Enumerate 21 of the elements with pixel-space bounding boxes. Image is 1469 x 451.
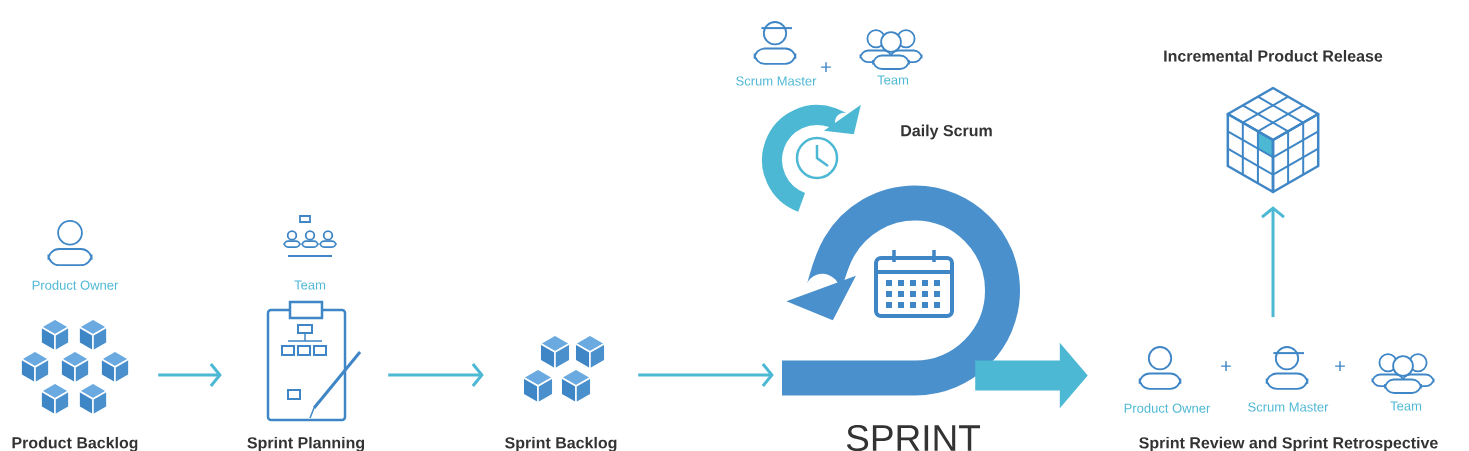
plus-sign: + (1221, 361, 1231, 371)
stage-label: SPRINT (846, 425, 980, 451)
role-label: Team (1390, 401, 1422, 411)
arrow (1261, 206, 1285, 318)
role-label: Scrum Master (736, 76, 817, 86)
role-label: Product Owner (1124, 403, 1211, 413)
role-label: Team (877, 75, 909, 85)
arrow (638, 363, 774, 387)
arrow (158, 363, 222, 387)
role-label: Scrum Master (1248, 402, 1329, 412)
role-label: Team (294, 280, 326, 290)
stage-label: Sprint Review and Sprint Retrospective (1139, 436, 1438, 451)
plus-sign: + (821, 62, 831, 72)
role-label: Product Owner (32, 280, 119, 290)
stage-label: Sprint Planning (247, 436, 365, 451)
stage-label: Incremental Product Release (1164, 50, 1383, 62)
stage-label: Sprint Backlog (505, 436, 617, 451)
stage-label: Daily Scrum (901, 124, 992, 140)
plus-sign: + (1335, 361, 1345, 371)
arrow (388, 363, 484, 387)
stage-label: Product Backlog (12, 436, 138, 451)
